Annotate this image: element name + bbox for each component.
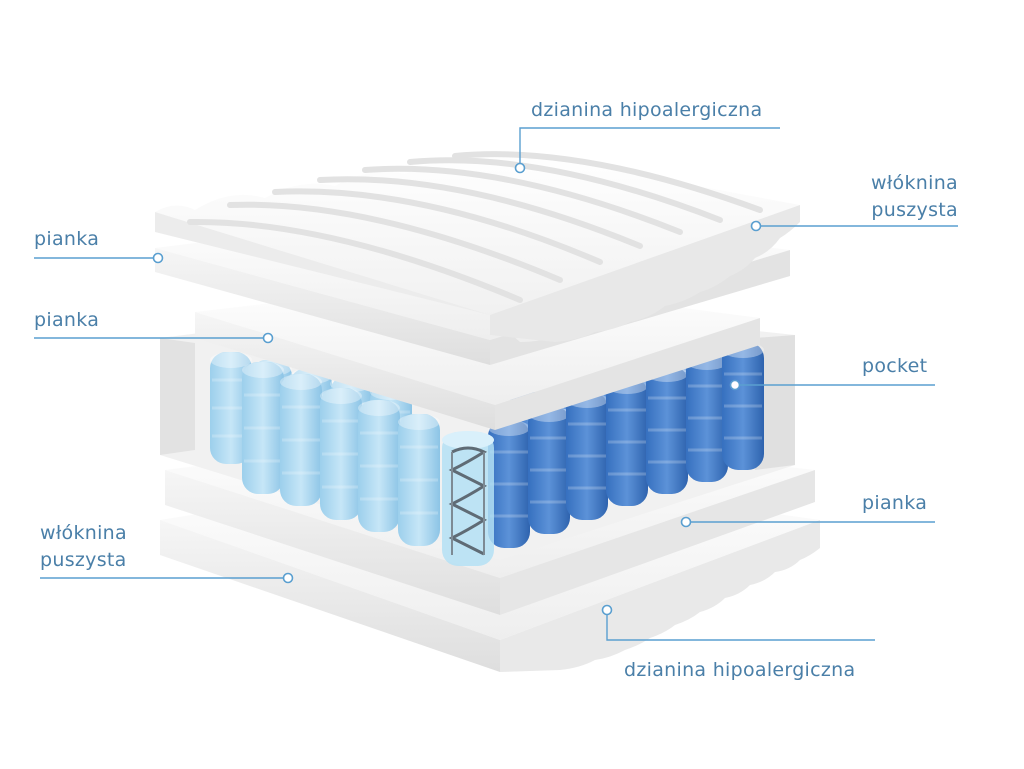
pocket-spring-dark-front: [566, 392, 608, 520]
label-bottom-fiber: włóknina puszysta: [40, 520, 127, 574]
pocket-spring-light-front: [280, 374, 322, 506]
pocket-spring-dark-front: [686, 354, 728, 482]
pocket-springs: [210, 342, 764, 548]
callout-top-fiber: [750, 220, 958, 232]
label-top-knit: dzianina hipoalergiczna: [531, 99, 763, 121]
label-bottom-fiber-line2: puszysta: [40, 549, 127, 571]
pocket-spring-light-front: [358, 400, 400, 532]
pocket-spring-dark-front: [488, 420, 530, 548]
label-foam-1: pianka: [34, 228, 100, 250]
cutaway-spring: [442, 431, 494, 566]
callout-lines: [34, 127, 958, 641]
label-top-fiber-line1: włóknina: [871, 172, 958, 194]
label-bottom-knit: dzianina hipoalergiczna: [624, 659, 856, 681]
callout-pocket: [729, 379, 935, 391]
top-knit-layer: [155, 151, 800, 342]
pocket-spring-light-front: [398, 414, 440, 546]
label-pocket: pocket: [862, 355, 928, 377]
label-foam-2: pianka: [34, 309, 100, 331]
pocket-spring-light-front: [242, 362, 284, 494]
callout-foam-1: [34, 252, 164, 264]
pocket-spring-light-front: [320, 388, 362, 520]
pocket-spring-light-back: [210, 352, 252, 464]
callout-foam-3: [680, 516, 935, 528]
label-foam-3: pianka: [862, 492, 928, 514]
label-bottom-fiber-line1: włóknina: [40, 522, 127, 544]
callout-top-knit: [514, 127, 780, 174]
pocket-spring-dark-front: [646, 366, 688, 494]
callout-bottom-knit: [601, 604, 875, 641]
label-top-fiber: włóknina puszysta: [830, 170, 958, 224]
pocket-spring-dark-front: [606, 378, 648, 506]
pocket-spring-dark-front: [722, 342, 764, 470]
callout-bottom-fiber: [40, 572, 294, 584]
label-top-fiber-line2: puszysta: [871, 199, 958, 221]
callout-foam-2: [34, 332, 274, 344]
pocket-spring-dark-front: [528, 406, 570, 534]
